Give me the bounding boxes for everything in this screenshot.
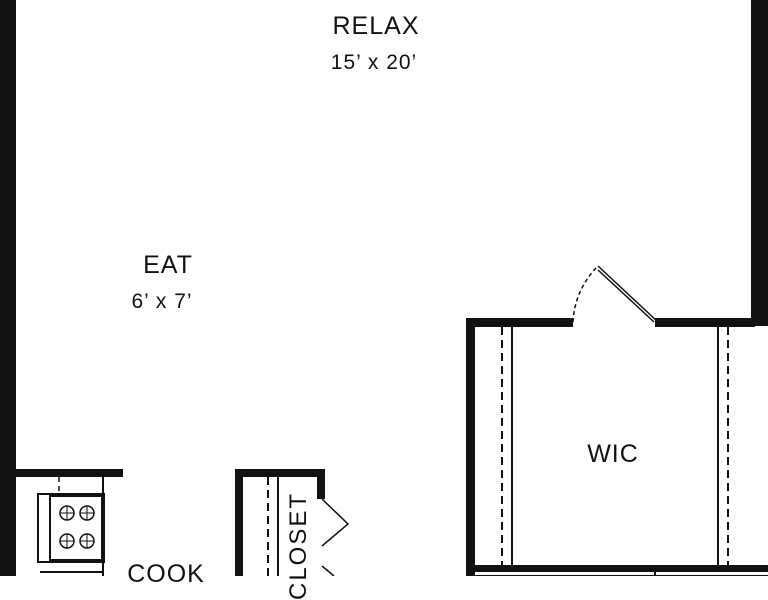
closet-top-wall — [235, 469, 325, 477]
closet-bifold-door-upper — [321, 498, 350, 547]
room-dimensions-eat: 6’ x 7’ — [131, 290, 193, 313]
floor-plan — [0, 0, 768, 576]
room-name-relax: RELAX — [332, 12, 420, 40]
right-exterior-wall — [751, 0, 768, 326]
room-name-closet: CLOSET — [285, 491, 312, 600]
stove-burner — [79, 505, 95, 521]
closet-right-wall-stub — [317, 469, 325, 499]
closet-bifold-door-lower — [321, 565, 335, 576]
stove-burner — [79, 533, 95, 549]
stove — [37, 493, 105, 563]
stove-burner — [59, 505, 75, 521]
room-name-cook: COOK — [127, 560, 205, 588]
wic-door-leaf-outer — [597, 265, 659, 323]
wic-top-wall-left — [466, 318, 573, 327]
left-exterior-wall — [0, 0, 16, 576]
wic-bottom-wall — [475, 565, 768, 572]
wic-top-wall-right — [655, 318, 755, 327]
wic-door-leaf-inner — [597, 269, 655, 323]
stove-burner — [59, 533, 75, 549]
kitchen-top-wall — [16, 469, 123, 477]
wic-left-wall — [466, 318, 475, 576]
room-dimensions-relax: 15’ x 20’ — [330, 51, 418, 74]
room-name-wic: WIC — [587, 440, 639, 468]
closet-left-wall — [235, 469, 243, 576]
room-name-eat: EAT — [143, 251, 193, 279]
wic-door-swing — [572, 265, 599, 323]
